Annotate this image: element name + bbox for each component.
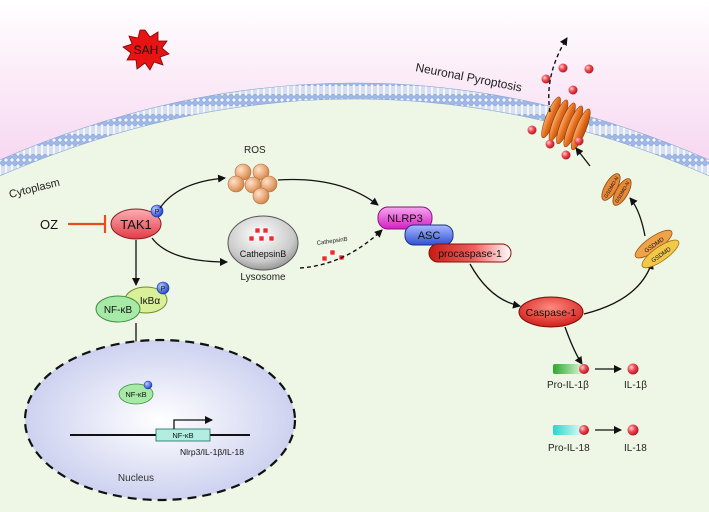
ikba-phospho-label: P [161, 286, 166, 293]
procaspase-to-caspase-arrow [469, 263, 521, 309]
cathepsin-in-lysosome-label: CathepsinB [240, 249, 287, 259]
gsdmd-cleavage-arrow [629, 197, 646, 237]
tak1-to-lysosome-arrow [151, 237, 228, 266]
il18-label: IL-18 [624, 443, 647, 454]
asc-label: ASC [418, 230, 441, 242]
release-arrow [548, 37, 568, 113]
gsdmd-full-node: GSDMD GSDMD [634, 229, 680, 269]
target-genes-label: Nlrp3/IL-1β/IL-18 [180, 447, 244, 457]
nuclear-nfkb-label: NF-κB [125, 390, 146, 399]
tak1-to-ros-arrow [159, 174, 226, 209]
il18-dot [627, 424, 639, 436]
nfkb-binding-site [155, 428, 211, 442]
gsdmd-to-pore-arrow [575, 147, 591, 167]
gsdmd-n-fragments: GSDMD-N GSDMD-N [601, 173, 632, 206]
pro-il18-dot [579, 425, 589, 435]
nfkb-node [95, 295, 141, 323]
lysosome-icon [227, 215, 299, 271]
asc-node [404, 224, 454, 246]
nucleus-envelope [23, 338, 297, 502]
cathepsin-to-nlrp3-arrow [299, 229, 383, 269]
ros-molecules-icon [227, 163, 278, 205]
nuclear-nfkb-phospho-icon [143, 380, 153, 390]
caspase-to-gsdmd-arrow [583, 261, 654, 315]
released-cathepsin-label: CathepsinB [316, 237, 348, 247]
lysosome-label: Lysosome [240, 272, 286, 283]
nfkb-binding-label: NF-κB [172, 431, 193, 440]
caspase1-label: Caspase-1 [526, 307, 577, 319]
released-cytokines [527, 63, 594, 160]
caspase1-node [518, 296, 584, 328]
il1b-dot [627, 363, 639, 375]
nlrp3-node [377, 206, 433, 230]
pro-il1b-bar [553, 364, 583, 374]
pro-il18-bar [553, 425, 583, 435]
oz-label: OZ [40, 217, 58, 232]
ikba-label: IκBα [140, 296, 160, 307]
nucleus-label: Nucleus [118, 473, 154, 484]
tak1-phospho-label: P [155, 209, 160, 216]
pro-il1b-label: Pro-IL-1β [547, 380, 589, 391]
tak1-node [110, 208, 162, 240]
transcription-start-arrow [173, 416, 213, 429]
procaspase-label: procaspase-1 [438, 248, 502, 260]
nuclear-nfkb-node [118, 383, 154, 405]
tak1-label: TAK1 [120, 217, 152, 232]
gsdmd-pore [541, 96, 591, 151]
cell-membrane [0, 82, 709, 177]
ros-label: ROS [244, 145, 266, 156]
ikba-phospho-icon [156, 281, 170, 295]
procaspase-node [428, 243, 512, 263]
nlrp3-label: NLRP3 [387, 213, 422, 225]
pro-il18-label: Pro-IL-18 [548, 443, 590, 454]
pro-il1b-dot [579, 364, 589, 374]
caspase-to-cytokines-arrow [564, 326, 583, 365]
sah-label: SAH [134, 43, 159, 57]
sah-burst-icon [122, 29, 170, 71]
nfkb-label: NF-κB [104, 305, 133, 316]
cathepsin-granules [248, 227, 275, 242]
ros-to-nlrp3-arrow [277, 178, 379, 206]
il1b-label: IL-1β [624, 380, 647, 391]
